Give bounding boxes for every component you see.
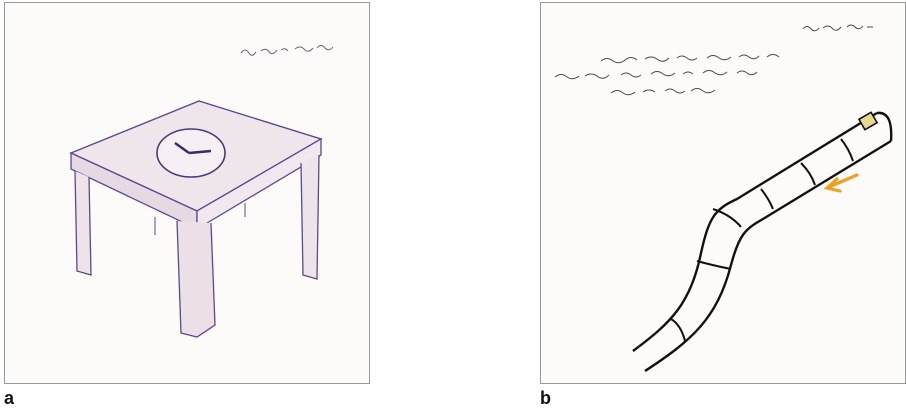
table-leg-left — [74, 170, 92, 276]
table-leg-back — [154, 203, 246, 235]
clock-minute-hand — [188, 149, 212, 155]
sketch-panel-b — [540, 2, 906, 384]
table-leg-front — [176, 220, 216, 338]
sketch-panel-a — [4, 2, 370, 384]
panel-label-a: a — [4, 388, 15, 408]
tube-end-sensor — [857, 111, 879, 131]
clock-hour-hand — [174, 142, 190, 154]
orange-arrow-icon — [823, 173, 859, 193]
segmented-tube-sketch — [554, 24, 893, 373]
panel-label-b: b — [540, 388, 551, 408]
handwritten-note-a — [240, 45, 334, 56]
tube-outline-upper — [632, 111, 878, 352]
tube-segment-joints — [670, 138, 854, 342]
tube-end-cap — [876, 111, 893, 142]
table-leg-right — [300, 154, 320, 280]
tube-outline-lower — [644, 139, 892, 373]
handwritten-note-b — [554, 24, 873, 96]
table-clock-sketch — [69, 45, 334, 338]
